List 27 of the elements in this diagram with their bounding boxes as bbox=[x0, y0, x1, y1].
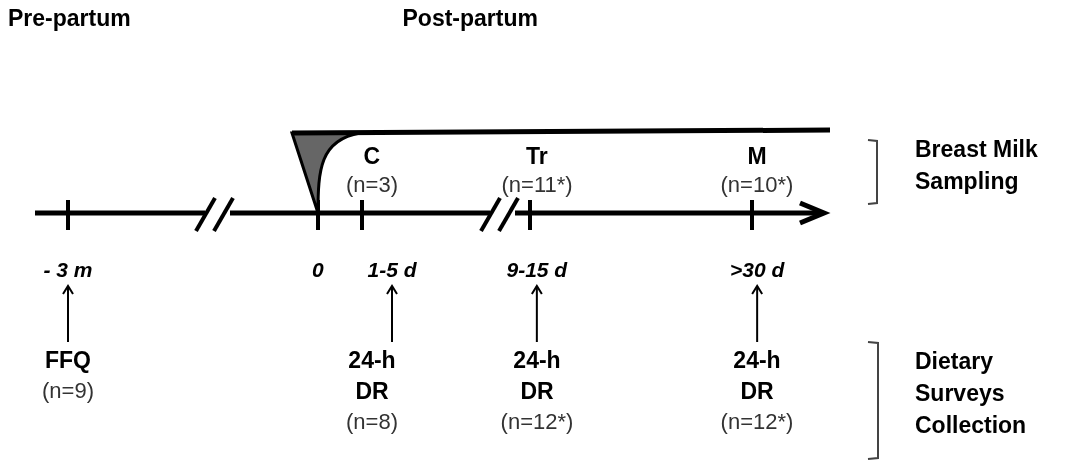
sample-count: (n=3) bbox=[346, 172, 398, 198]
sample-count: (n=12*) bbox=[499, 408, 575, 437]
survey-name: 24-h DR bbox=[512, 346, 562, 407]
time-label: 9-15 d bbox=[506, 258, 568, 282]
survey-name: 24-h DR bbox=[347, 346, 397, 407]
time-label: >30 d bbox=[730, 258, 785, 282]
sample-count: (n=11*) bbox=[501, 172, 573, 198]
sample-count: (n=10*) bbox=[720, 172, 794, 198]
survey-name: FFQ bbox=[44, 346, 92, 375]
time-label: 1-5 d bbox=[367, 258, 417, 282]
arrow bbox=[751, 285, 764, 343]
sample-count: (n=8) bbox=[345, 408, 399, 437]
sample-count: (n=12*) bbox=[719, 408, 795, 437]
sample-count: (n=9) bbox=[41, 377, 95, 406]
stage-label: M bbox=[747, 143, 767, 170]
time-label: - 3 m bbox=[43, 258, 93, 282]
survey-name: 24-h DR bbox=[732, 346, 782, 407]
phase-label: Pre-partum bbox=[8, 5, 131, 32]
stage-label: C bbox=[363, 143, 381, 170]
time-label: 0 bbox=[312, 258, 324, 282]
group-label: Breast Milk Sampling bbox=[915, 135, 1039, 197]
stage-label: Tr bbox=[526, 143, 548, 170]
arrow bbox=[62, 285, 74, 343]
group-label: Dietary Surveys Collection bbox=[915, 347, 1028, 441]
arrow bbox=[530, 285, 543, 343]
arrow bbox=[386, 285, 398, 343]
phase-label: Post-partum bbox=[402, 5, 538, 32]
